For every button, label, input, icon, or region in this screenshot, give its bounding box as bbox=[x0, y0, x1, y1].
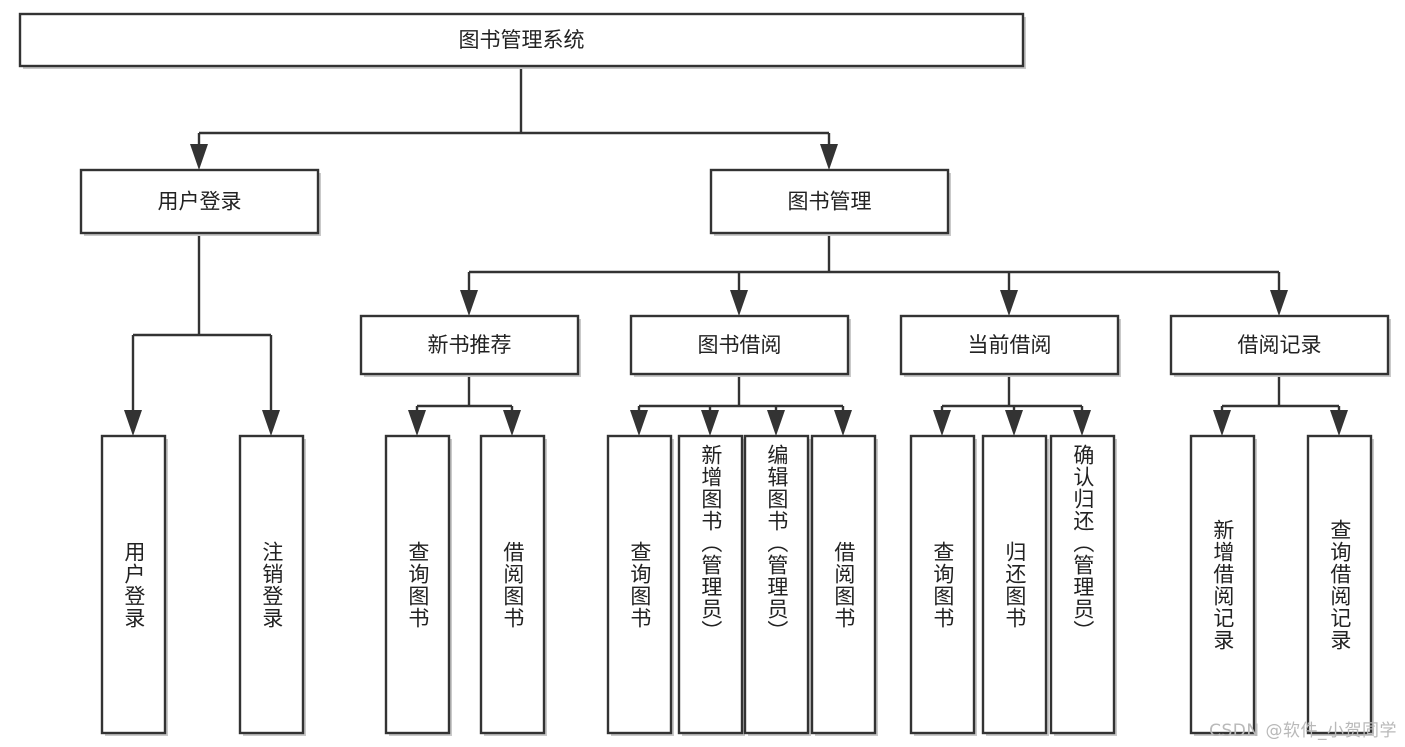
arrow-head-icon bbox=[1073, 410, 1091, 436]
node-leaf[interactable] bbox=[981, 434, 1049, 736]
arrow-head-icon bbox=[190, 144, 208, 170]
node-label: 借阅记录 bbox=[1238, 333, 1322, 357]
node-level2[interactable] bbox=[1169, 314, 1391, 377]
connector-edge-bookborrow-leaves bbox=[630, 374, 852, 436]
connector-edge-root-level1 bbox=[190, 66, 838, 170]
node-level2[interactable] bbox=[359, 314, 581, 377]
arrow-head-icon bbox=[933, 410, 951, 436]
arrow-head-icon bbox=[630, 410, 648, 436]
node-leaf[interactable] bbox=[810, 434, 878, 736]
arrow-head-icon bbox=[1213, 410, 1231, 436]
arrow-head-icon bbox=[1330, 410, 1348, 436]
node-label: 新书推荐 bbox=[428, 333, 512, 357]
node-root[interactable] bbox=[18, 12, 1026, 69]
node-leaf[interactable] bbox=[909, 434, 977, 736]
node-leaf[interactable] bbox=[677, 434, 745, 736]
node-level1[interactable] bbox=[79, 168, 321, 236]
connector-edge-currentborrow-leaves bbox=[933, 374, 1091, 436]
arrow-head-icon bbox=[503, 410, 521, 436]
node-leaf[interactable] bbox=[1306, 434, 1374, 736]
node-leaf[interactable] bbox=[479, 434, 547, 736]
watermark-text: CSDN @软件_小贺同学 bbox=[1209, 721, 1397, 741]
node-label: 用户登录 bbox=[158, 190, 242, 214]
node-leaf[interactable] bbox=[238, 434, 306, 736]
arrow-head-icon bbox=[1005, 410, 1023, 436]
arrow-head-icon bbox=[701, 410, 719, 436]
node-level2[interactable] bbox=[899, 314, 1121, 377]
arrow-head-icon bbox=[124, 410, 142, 436]
connector-layer bbox=[124, 66, 1348, 436]
connector-edge-newbook-leaves bbox=[408, 374, 521, 436]
node-label: 当前借阅 bbox=[968, 333, 1052, 357]
arrow-head-icon bbox=[834, 410, 852, 436]
arrow-head-icon bbox=[1270, 290, 1288, 316]
connector-edge-userlogin-leaves bbox=[124, 233, 280, 436]
arrow-head-icon bbox=[262, 410, 280, 436]
arrow-head-icon bbox=[408, 410, 426, 436]
node-leaf[interactable] bbox=[384, 434, 452, 736]
node-leaf[interactable] bbox=[606, 434, 674, 736]
node-leaf[interactable] bbox=[743, 434, 811, 736]
arrow-head-icon bbox=[767, 410, 785, 436]
arrow-head-icon bbox=[820, 144, 838, 170]
node-level2[interactable] bbox=[629, 314, 851, 377]
node-level1[interactable] bbox=[709, 168, 951, 236]
node-leaf[interactable] bbox=[1189, 434, 1257, 736]
node-leaf[interactable] bbox=[1049, 434, 1117, 736]
arrow-head-icon bbox=[460, 290, 478, 316]
arrow-head-icon bbox=[1000, 290, 1018, 316]
connector-edge-borrowrecord-leaves bbox=[1213, 374, 1348, 436]
arrow-head-icon bbox=[730, 290, 748, 316]
node-label: 图书借阅 bbox=[698, 333, 782, 357]
node-label: 图书管理系统 bbox=[459, 28, 585, 52]
connector-edge-bookmanage-level2 bbox=[460, 233, 1288, 316]
node-leaf[interactable] bbox=[100, 434, 168, 736]
node-label: 图书管理 bbox=[788, 190, 872, 214]
